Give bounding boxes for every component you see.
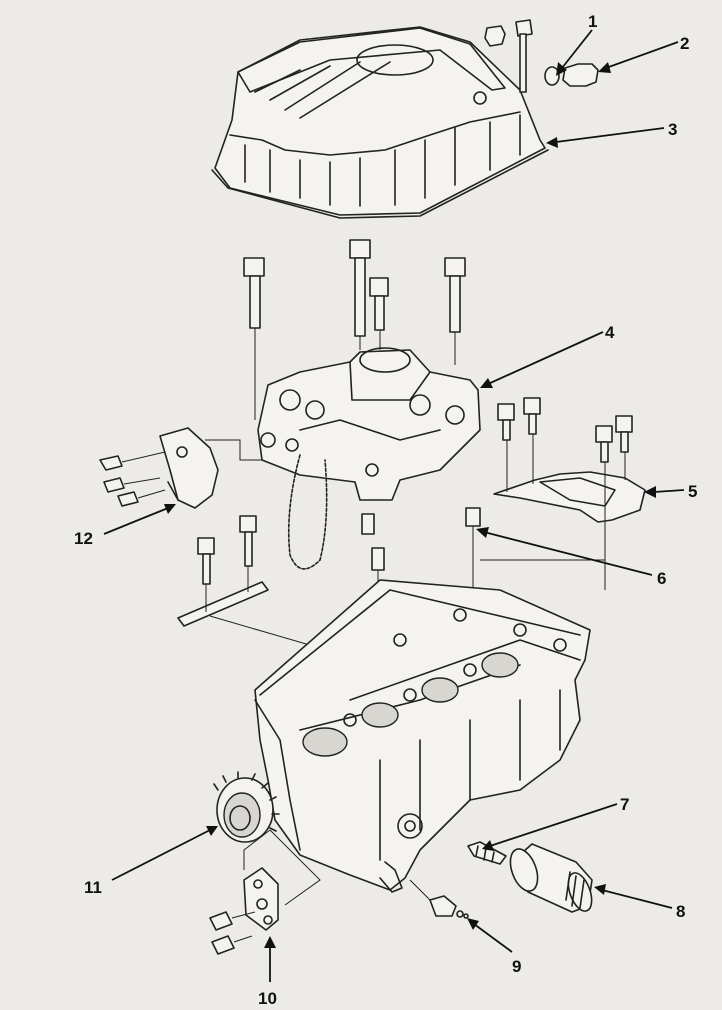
- oil-pump: [257, 347, 481, 501]
- oil-pan: [211, 26, 549, 219]
- leader-lines: [103, 29, 685, 982]
- callout-2: 2: [680, 34, 689, 53]
- washer-1: [544, 66, 560, 86]
- dowel-pins: [361, 513, 385, 600]
- callout-6: 6: [657, 569, 666, 588]
- crank-sprocket: [213, 771, 280, 843]
- callout-9: 9: [512, 957, 521, 976]
- callout-3: 3: [668, 120, 677, 139]
- oil-jet-sleeve: [465, 507, 606, 640]
- oil-filter: [509, 843, 593, 913]
- oil-pump-bolts: [243, 239, 466, 420]
- oil-pressure-switch: [409, 879, 469, 919]
- callout-5: 5: [688, 482, 697, 501]
- cylinder-block: [254, 579, 591, 893]
- chain-guide: [99, 427, 262, 509]
- callout-10: 10: [258, 989, 277, 1008]
- baffle-plate: [493, 397, 646, 590]
- callout-11: 11: [84, 878, 102, 897]
- crank-sensor-bracket: [209, 829, 321, 955]
- callout-4: 4: [605, 323, 615, 342]
- callout-8: 8: [676, 902, 685, 921]
- bearing-strap: [177, 515, 321, 649]
- drain-plug-2: [562, 63, 599, 87]
- oil-pan-fasteners: [484, 19, 599, 93]
- oil-pump-chain: [287, 454, 328, 570]
- oil-filter-stud: [467, 841, 507, 865]
- callout-7: 7: [620, 795, 629, 814]
- callout-12: 12: [74, 529, 93, 548]
- callout-1: 1: [588, 12, 597, 31]
